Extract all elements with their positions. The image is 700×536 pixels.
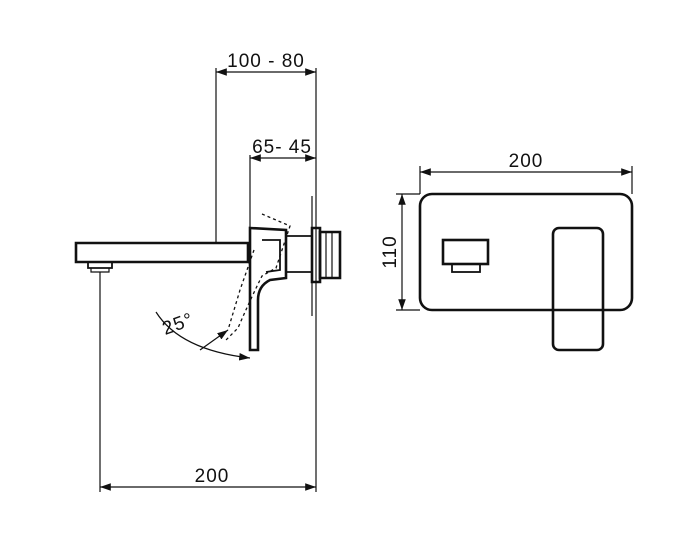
dimension-plate-width: 200	[419, 151, 633, 194]
plate-offset-range-label: 65- 45	[252, 137, 312, 158]
dimension-spout-length: 200	[99, 272, 317, 492]
plate-height-label: 110	[380, 235, 401, 268]
wall-plate	[418, 192, 634, 312]
dimension-angle: 25°	[155, 309, 251, 361]
spout	[74, 241, 250, 273]
front-lever	[551, 226, 605, 352]
spout-outlet	[441, 238, 490, 273]
projection-range-label: 100 - 80	[227, 51, 305, 72]
spout-length-label: 200	[195, 466, 230, 487]
front-view: 200 110	[380, 151, 634, 352]
lever-handle	[225, 213, 291, 352]
valve-stem	[286, 196, 342, 316]
dimension-plate-offset-range: 65- 45	[249, 137, 316, 228]
side-view: 100 - 80 65- 45 25° 200	[74, 51, 342, 492]
dimension-projection-range: 100 - 80	[215, 51, 317, 243]
plate-width-label: 200	[509, 151, 544, 172]
dimension-plate-height: 110	[380, 193, 420, 311]
angle-label: 25°	[160, 309, 197, 340]
